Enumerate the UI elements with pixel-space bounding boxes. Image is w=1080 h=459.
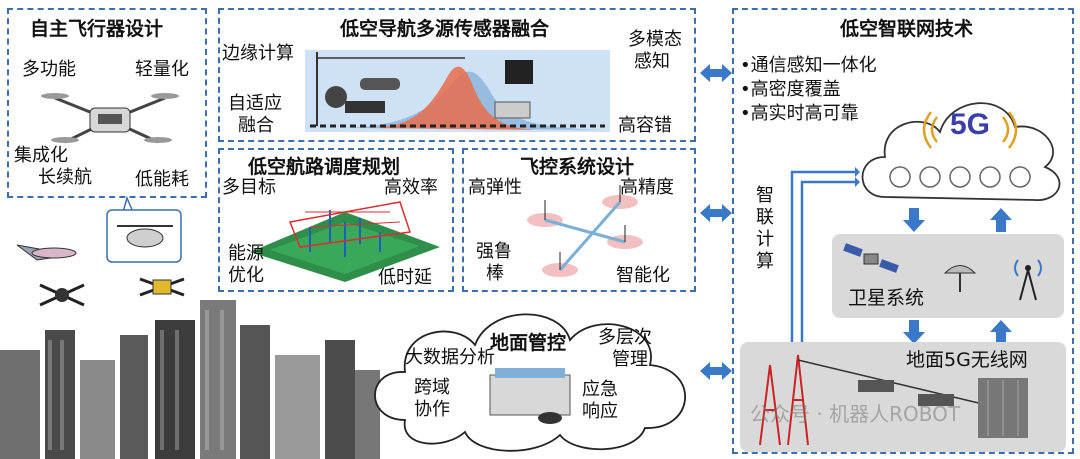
ground-network-equipment <box>759 354 1028 446</box>
label-multilevel: 多层次 <box>598 327 652 348</box>
watermark: 公众号 · 机器人ROBOT <box>750 402 961 426</box>
route-planning-panel <box>218 148 454 292</box>
label-lightweight: 轻量化 <box>135 59 189 80</box>
sensor-fusion-title: 低空导航多源传感器融合 <box>340 18 550 40</box>
bidirectional-arrow-icon <box>700 204 732 222</box>
down-arrow-icon <box>903 208 925 232</box>
terrain-route-illustration <box>250 201 440 282</box>
5g-cloud <box>861 102 1061 201</box>
side-label-3: 计 <box>756 229 774 250</box>
side-label-4: 算 <box>756 251 774 272</box>
label-edge-computing: 边缘计算 <box>222 43 294 64</box>
up-arrow-icon <box>990 208 1012 232</box>
bullet-comm-sensing: •通信感知一体化 <box>740 55 877 76</box>
label-energy: 能源 <box>228 243 264 264</box>
label-cross-domain: 跨域 <box>414 377 450 398</box>
cell-tower-icon <box>1014 259 1042 301</box>
network-connector-lines <box>790 167 860 355</box>
city-skyline <box>0 300 380 459</box>
ground-control-cloud <box>374 313 686 452</box>
side-label-2: 联 <box>756 207 774 228</box>
satellite-dish-icon <box>943 265 977 292</box>
bidirectional-arrow-icon <box>700 362 732 380</box>
label-adaptive: 自适应 <box>228 93 282 114</box>
label-multimodal: 多模态 <box>628 29 682 50</box>
aircraft-design-panel <box>7 8 207 198</box>
up-arrow-icon <box>990 320 1012 344</box>
label-robust-2: 棒 <box>486 263 504 284</box>
flight-control-panel <box>462 148 696 292</box>
route-planning-title: 低空航路调度规划 <box>248 156 401 178</box>
satellite-icon <box>843 243 899 273</box>
label-collaboration: 协作 <box>414 399 450 420</box>
label-low-energy: 低能耗 <box>135 169 189 190</box>
bidirectional-arrow-icon <box>700 64 732 82</box>
label-integration: 集成化 <box>14 145 68 166</box>
5g-label: 5G <box>950 108 991 141</box>
side-label-1: 智 <box>756 185 774 206</box>
label-robust-1: 强鲁 <box>476 241 512 262</box>
label-intelligent: 智能化 <box>616 265 670 286</box>
label-perception: 感知 <box>634 51 670 72</box>
label-multifunction: 多功能 <box>22 59 76 80</box>
label-fault-tolerance: 高容错 <box>618 115 672 136</box>
label-high-precision: 高精度 <box>620 177 674 198</box>
label-multi-objective: 多目标 <box>222 177 276 198</box>
network-title: 低空智联网技术 <box>840 18 974 40</box>
quadcopter-drone-icon <box>41 93 179 144</box>
evtol-bubble <box>106 195 182 263</box>
flight-control-diagram <box>527 185 643 277</box>
aircraft-design-title: 自主飞行器设计 <box>30 18 164 40</box>
sensor-fusion-illustration <box>305 50 610 132</box>
satellite-system-box <box>832 234 1064 318</box>
sensor-fusion-panel <box>218 8 696 142</box>
label-high-efficiency: 高效率 <box>384 177 438 198</box>
label-big-data: 大数据分析 <box>405 347 495 368</box>
satellite-system-label: 卫星系统 <box>848 287 925 309</box>
label-fusion: 融合 <box>238 115 274 136</box>
label-management: 管理 <box>612 349 648 370</box>
label-high-elasticity: 高弹性 <box>468 177 522 198</box>
label-long-endurance: 长续航 <box>38 167 92 188</box>
label-optimization: 优化 <box>228 265 264 286</box>
ground-5g-label: 地面5G无线网 <box>906 349 1028 371</box>
bullet-realtime-reliable: •高实时高可靠 <box>740 103 859 124</box>
bullet-dense-coverage: •高密度覆盖 <box>740 79 841 100</box>
ground-control-title: 地面管控 <box>490 332 567 354</box>
label-low-latency: 低时延 <box>378 267 432 288</box>
down-arrow-icon <box>903 320 925 344</box>
small-aircraft-icons <box>16 244 185 307</box>
network-panel <box>732 8 1074 454</box>
label-emergency: 应急 <box>582 379 618 400</box>
label-response: 响应 <box>582 401 618 422</box>
flight-control-title: 飞控系统设计 <box>520 156 635 178</box>
